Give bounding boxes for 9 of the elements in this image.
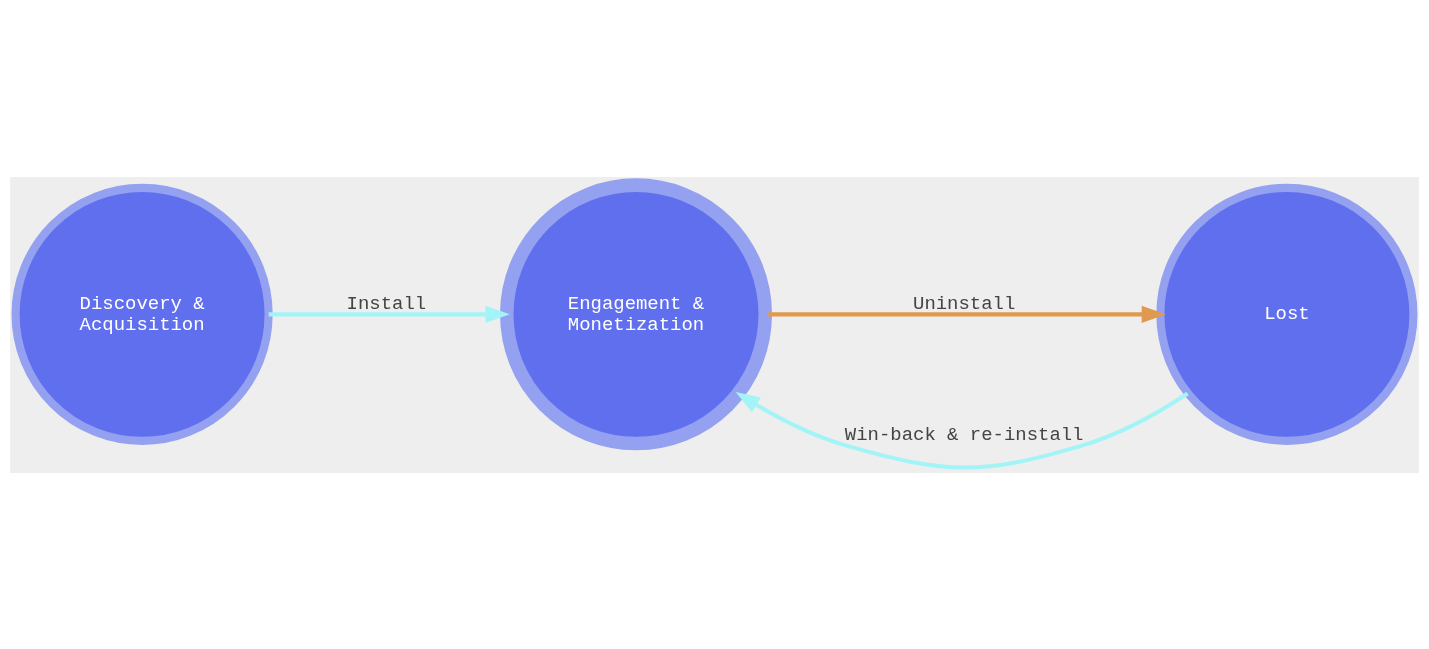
edge-label: Win-back & re-install [844, 423, 1084, 446]
arrow [768, 305, 1167, 323]
node-circle: Engagement & Monetization [500, 177, 772, 450]
edge-label: Install [346, 292, 427, 315]
arrow [268, 305, 510, 323]
arrow [735, 391, 1189, 470]
node-circle: Discovery & Acquisition [11, 183, 273, 445]
node-circle: Lost [1156, 183, 1418, 445]
edge-label: Uninstall [913, 292, 1016, 315]
